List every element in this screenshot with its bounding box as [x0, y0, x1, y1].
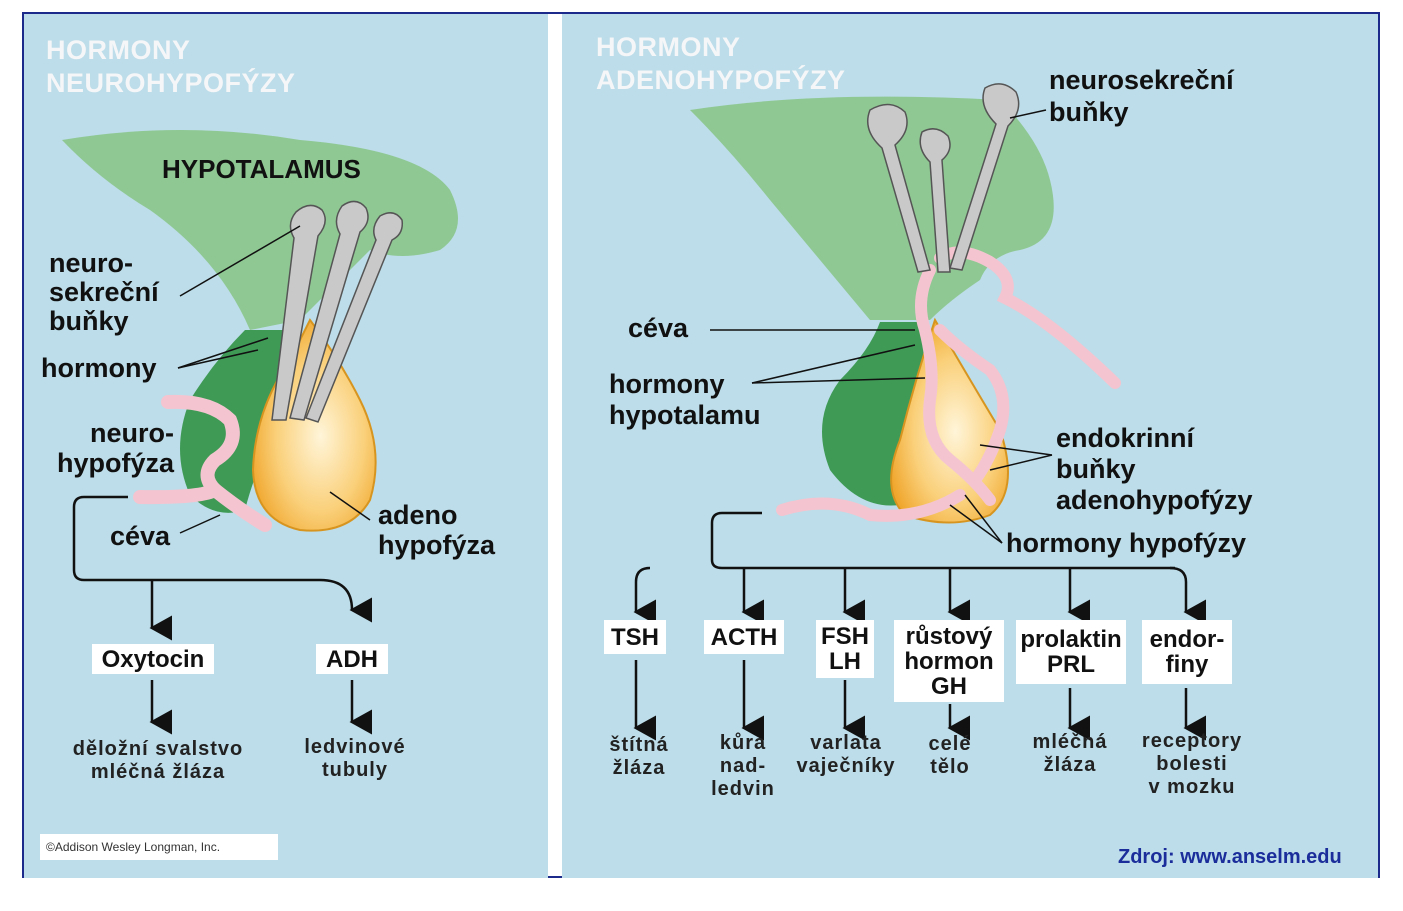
neurohypophysis-label: neuro- hypofýza	[56, 418, 174, 478]
endorphins-target: receptory bolesti v mozku	[1141, 730, 1243, 798]
left-vessel-label: céva	[110, 521, 171, 551]
left-neurosecretory-cells	[271, 200, 404, 423]
left-title-line1: HORMONY	[46, 35, 191, 65]
right-flow-arrows	[633, 511, 1206, 741]
left-callout-lines	[177, 225, 371, 534]
left-vessel	[133, 394, 272, 532]
left-hypothalamus	[62, 130, 458, 330]
fsh-lh-box: FSH LH	[816, 620, 874, 678]
endocrine-cells-label: endokrinní buňky adenohypofýzy	[1056, 423, 1253, 515]
oxytocin-box: Oxytocin	[92, 644, 214, 674]
tsh-target: štítná žláza	[609, 734, 669, 779]
prl-box: prolaktin PRL	[1016, 620, 1126, 684]
tsh-box: TSH	[604, 620, 666, 654]
acth-target: kůra nad- ledvin	[711, 732, 775, 800]
adenohypophysis-label: adeno hypofýza	[378, 500, 496, 560]
left-hormones-label: hormony	[41, 353, 157, 383]
hypotalamus-label: HYPOTALAMUS	[162, 154, 361, 184]
right-neurosecretory-label: neurosekreční buňky	[1049, 65, 1234, 127]
fsh-lh-target: varlata vaječníky	[796, 732, 896, 777]
gh-target: celé tělo	[928, 733, 972, 778]
gh-box: růstový hormon GH	[894, 620, 1004, 702]
pituitary-hormones-label: hormony hypofýzy	[1006, 528, 1247, 558]
left-neurosecretory-label: neuro- sekreční buňky	[49, 248, 159, 336]
hypothalamic-hormones-label: hormony hypotalamu	[609, 369, 761, 430]
adh-target: ledvinové tubuly	[304, 736, 406, 781]
right-title-line2: ADENOHYPOFÝZY	[596, 65, 846, 95]
adh-box: ADH	[316, 644, 388, 674]
oxytocin-target: děložní svalstvo mléčná žláza	[72, 738, 244, 783]
right-neurosecretory-cells	[867, 83, 1020, 273]
copyright-credit: ©Addison Wesley Longman, Inc.	[40, 834, 278, 860]
prl-target: mléčná žláza	[1032, 731, 1108, 776]
source-credit: Zdroj: www.anselm.edu	[1118, 846, 1342, 868]
right-title-line1: HORMONY	[596, 32, 741, 62]
endorphins-box: endor- finy	[1142, 620, 1232, 684]
left-flow-arrows	[72, 495, 373, 735]
right-callout-lines	[710, 109, 1053, 544]
acth-box: ACTH	[704, 620, 784, 654]
right-vessel-label: céva	[628, 313, 689, 343]
left-title-line2: NEUROHYPOFÝZY	[46, 68, 296, 98]
